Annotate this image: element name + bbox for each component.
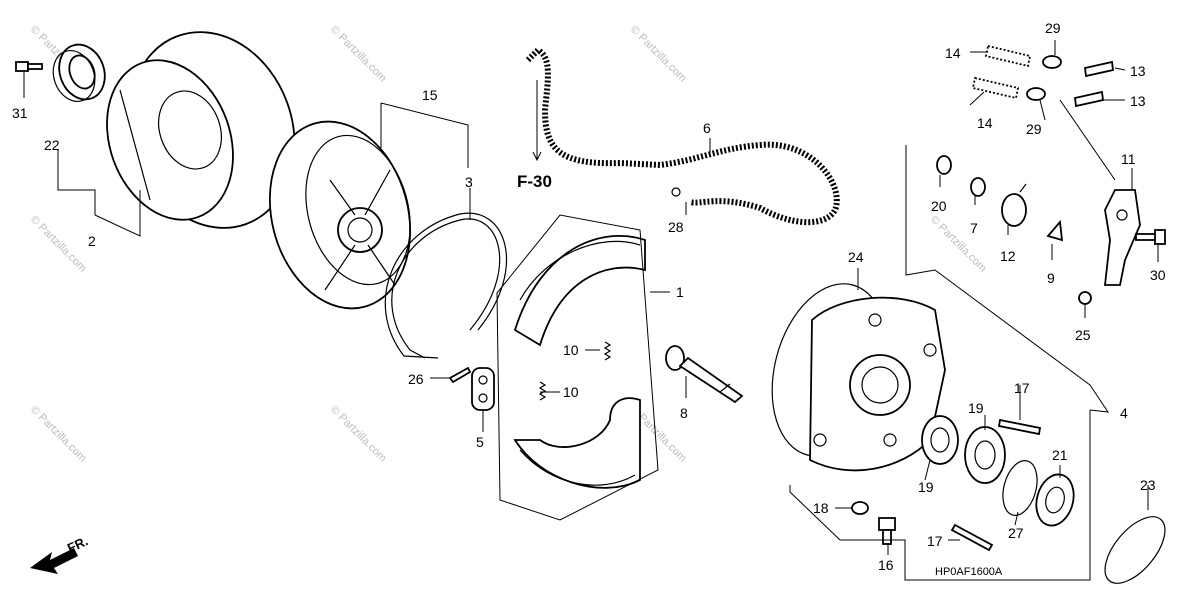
callout-2[interactable]: 2 <box>88 233 96 249</box>
callout-13b[interactable]: 13 <box>1130 93 1146 109</box>
callout-24[interactable]: 24 <box>848 249 864 265</box>
part-7-washer[interactable] <box>970 177 986 197</box>
callout-14a[interactable]: 14 <box>945 45 961 61</box>
part-2-drum-cover[interactable] <box>86 9 322 252</box>
part-25-nut[interactable] <box>1078 291 1092 305</box>
part-14-spring[interactable] <box>971 44 1032 100</box>
callout-28[interactable]: 28 <box>668 219 684 235</box>
callout-5[interactable]: 5 <box>476 434 484 450</box>
part-22-seal[interactable] <box>46 38 112 107</box>
part-5-plate[interactable] <box>471 367 495 411</box>
part-23-o-ring[interactable] <box>1094 507 1176 594</box>
part-27-snap-ring[interactable] <box>997 457 1042 519</box>
callout-13a[interactable]: 13 <box>1130 63 1146 79</box>
callout-12[interactable]: 12 <box>1000 248 1016 264</box>
callouts: 31 22 2 15 3 6 28 1 10 10 26 5 8 24 4 17… <box>12 20 1166 573</box>
callout-4[interactable]: 4 <box>1120 405 1128 421</box>
part-15-drum[interactable] <box>250 106 431 325</box>
part-8-cam-shaft[interactable] <box>665 345 744 404</box>
callout-10b[interactable]: 10 <box>563 384 579 400</box>
watermark: © Partzilla.com <box>28 404 89 465</box>
part-18-washer[interactable] <box>851 501 869 515</box>
callout-25[interactable]: 25 <box>1075 327 1091 343</box>
front-arrow: FR. <box>30 533 90 574</box>
callout-16[interactable]: 16 <box>878 557 894 573</box>
watermark: © Partzilla.com <box>328 24 389 85</box>
callout-17b[interactable]: 17 <box>927 533 943 549</box>
part-28-clip[interactable] <box>671 187 681 197</box>
callout-29b[interactable]: 29 <box>1026 121 1042 137</box>
part-26-pin[interactable] <box>448 366 472 384</box>
watermark: © Partzilla.com <box>928 214 989 275</box>
callout-23[interactable]: 23 <box>1140 477 1156 493</box>
callout-30[interactable]: 30 <box>1150 267 1166 283</box>
callout-21[interactable]: 21 <box>1052 447 1068 463</box>
callout-31[interactable]: 31 <box>12 105 28 121</box>
part-9-indicator[interactable] <box>1046 219 1064 242</box>
callout-11[interactable]: 11 <box>1121 151 1136 167</box>
part-20-seal[interactable] <box>936 155 952 175</box>
reference-label: F-30 <box>517 172 552 191</box>
callout-9[interactable]: 9 <box>1047 270 1055 286</box>
part-1-brake-shoes[interactable] <box>513 235 646 489</box>
part-21-seal[interactable] <box>1031 470 1079 530</box>
callout-27[interactable]: 27 <box>1008 525 1024 541</box>
part-19-bearing[interactable] <box>921 415 1006 484</box>
part-29-collar[interactable] <box>1026 55 1062 101</box>
callout-15[interactable]: 15 <box>422 87 438 103</box>
watermark: © Partzilla.com <box>328 404 389 465</box>
watermark: © Partzilla.com <box>28 214 89 275</box>
part-31-bolt[interactable] <box>15 61 43 72</box>
callout-22[interactable]: 22 <box>44 137 60 153</box>
callout-14b[interactable]: 14 <box>977 115 993 131</box>
part-12-spring[interactable] <box>1001 183 1027 227</box>
callout-29a[interactable]: 29 <box>1045 20 1061 36</box>
diagram-code: HP0AF1600A <box>935 566 1003 578</box>
front-label: FR. <box>65 533 90 555</box>
part-30-bolt[interactable] <box>1135 229 1166 245</box>
part-3-snap-ring[interactable] <box>384 212 507 359</box>
leader-lines <box>23 40 1159 581</box>
part-17-stud[interactable] <box>950 418 1042 552</box>
callout-19a[interactable]: 19 <box>968 400 984 416</box>
callout-17a[interactable]: 17 <box>1014 380 1030 396</box>
part-10-spring[interactable] <box>538 341 612 401</box>
part-13-pin[interactable] <box>1074 60 1114 108</box>
part-16-bolt[interactable] <box>878 517 896 545</box>
callout-19b[interactable]: 19 <box>918 479 934 495</box>
callout-6[interactable]: 6 <box>703 120 711 136</box>
callout-8[interactable]: 8 <box>680 405 688 421</box>
watermark: © Partzilla.com <box>628 24 689 85</box>
callout-7[interactable]: 7 <box>970 220 978 236</box>
part-11-brake-arm[interactable] <box>1103 189 1141 286</box>
part-6-breather-hose[interactable] <box>525 46 840 226</box>
callout-20[interactable]: 20 <box>931 198 947 214</box>
callout-10a[interactable]: 10 <box>563 342 579 358</box>
callout-3[interactable]: 3 <box>465 174 473 190</box>
part-4-brake-panel[interactable] <box>809 296 946 472</box>
callout-26[interactable]: 26 <box>408 371 424 387</box>
callout-1[interactable]: 1 <box>676 284 684 300</box>
callout-18[interactable]: 18 <box>813 500 829 516</box>
